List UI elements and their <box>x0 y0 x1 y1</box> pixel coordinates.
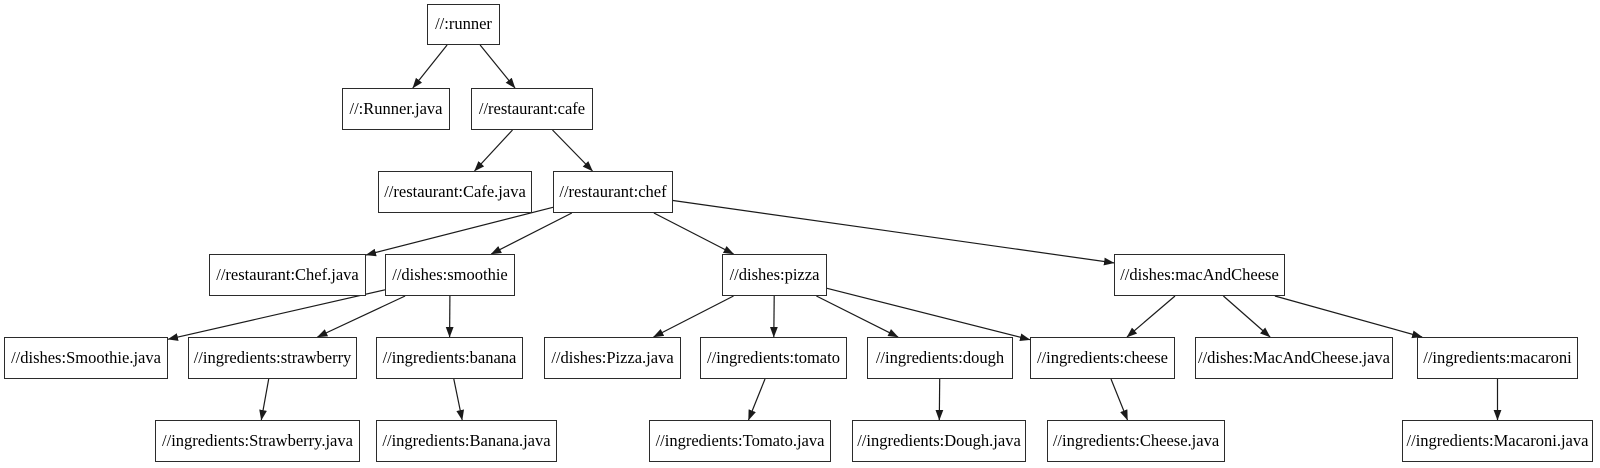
graph-node-macandcheese-java: //dishes:MacAndCheese.java <box>1195 337 1393 379</box>
edge-cafe-to-cafe-java <box>474 129 513 172</box>
graph-node-tomato: //ingredients:tomato <box>700 337 847 379</box>
edge-macandcheese-to-macaroni <box>1274 295 1423 339</box>
graph-node-cafe: //restaurant:cafe <box>471 88 593 130</box>
graph-node-macaroni-java: //ingredients:Macaroni.java <box>1402 420 1593 462</box>
graph-node-smoothie-java: //dishes:Smoothie.java <box>4 337 168 379</box>
edge-macandcheese-to-macandcheese-java <box>1223 295 1271 338</box>
edge-strawberry-to-strawberry-java <box>259 378 270 421</box>
graph-node-pizza-java: //dishes:Pizza.java <box>544 337 681 379</box>
graph-node-runner-java: //:Runner.java <box>342 88 450 130</box>
graph-node-chef-java: //restaurant:Chef.java <box>209 254 366 296</box>
graph-node-macaroni: //ingredients:macaroni <box>1417 337 1578 379</box>
graph-node-dough: //ingredients:dough <box>867 337 1013 379</box>
edge-macandcheese-to-cheese <box>1126 295 1176 338</box>
graph-node-cafe-java: //restaurant:Cafe.java <box>378 171 532 213</box>
edge-runner-to-cafe <box>479 44 516 89</box>
edge-chef-to-pizza <box>653 212 735 255</box>
graph-node-smoothie: //dishes:smoothie <box>385 254 515 296</box>
graph-node-cheese: //ingredients:cheese <box>1030 337 1175 379</box>
edge-chef-to-chef-java <box>365 206 554 257</box>
edge-pizza-to-pizza-java <box>653 295 734 338</box>
edge-pizza-to-dough <box>816 295 899 338</box>
graph-node-dough-java: //ingredients:Dough.java <box>852 420 1026 462</box>
graph-node-runner: //:runner <box>427 4 500 45</box>
edge-pizza-to-cheese <box>826 287 1031 342</box>
graph-node-macandcheese: //dishes:macAndCheese <box>1114 254 1285 296</box>
graph-node-cheese-java: //ingredients:Cheese.java <box>1047 420 1225 462</box>
edge-smoothie-to-strawberry <box>316 295 406 338</box>
graph-node-tomato-java: //ingredients:Tomato.java <box>649 420 831 462</box>
edge-cheese-to-cheese-java <box>1110 378 1129 421</box>
edge-chef-to-macandcheese <box>672 199 1115 266</box>
edge-runner-to-runner-java <box>412 44 448 89</box>
edge-smoothie-to-smoothie-java <box>167 289 386 341</box>
graph-node-pizza: //dishes:pizza <box>722 254 827 296</box>
graph-node-banana-java: //ingredients:Banana.java <box>376 420 557 462</box>
graph-node-strawberry: //ingredients:strawberry <box>188 337 357 379</box>
graph-node-banana: //ingredients:banana <box>376 337 523 379</box>
edge-chef-to-smoothie <box>490 212 573 255</box>
edge-tomato-to-tomato-java <box>747 378 766 421</box>
edge-banana-to-banana-java <box>453 378 465 421</box>
edge-cafe-to-chef <box>552 129 593 172</box>
graph-node-chef: //restaurant:chef <box>553 171 673 213</box>
graph-node-strawberry-java: //ingredients:Strawberry.java <box>155 420 360 462</box>
